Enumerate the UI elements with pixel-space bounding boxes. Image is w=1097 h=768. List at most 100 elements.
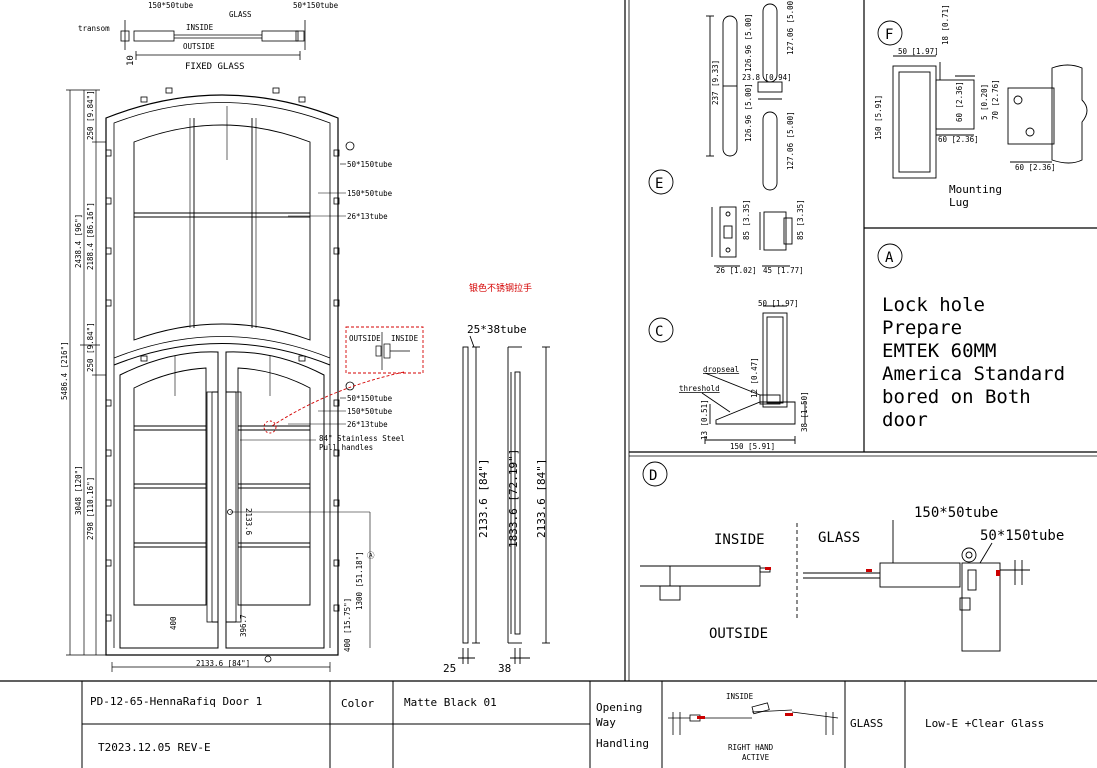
transom-section-detail: transom 150*50tube GLASS 50*150tube INSI…: [78, 1, 339, 72]
color-label: Color: [341, 697, 374, 710]
elevation-dimension-labels: 2438.4 [96"] 2188.4 [86.16"] 250 [9.84"]…: [60, 90, 532, 668]
f-dim-18: 18 [0.71]: [941, 4, 950, 45]
handle-dim-3: 2133.6 [84"]: [535, 459, 548, 538]
threshold-label: threshold: [679, 384, 720, 393]
f-dim-150: 150 [5.91]: [874, 95, 883, 140]
lock-note-line-2: Prepare: [882, 317, 962, 339]
lock-note-line-4: America Standard: [882, 363, 1065, 385]
chinese-handle-note: 银色不锈钢拉手: [469, 282, 532, 294]
callout-150x50-lower: 150*50tube: [347, 407, 393, 416]
dim-396-7: 396.7: [239, 614, 248, 637]
c-dim-150: 150 [5.91]: [730, 442, 775, 451]
swing-inside: INSIDE: [726, 692, 754, 701]
swing-diagram: [668, 702, 839, 735]
transom-label: transom: [78, 24, 110, 33]
f-dim-60-lug: 60 [2.36]: [1015, 163, 1056, 172]
d-tube1-label: 150*50tube: [914, 505, 998, 521]
lock-note-line-3: EMTEK 60MM: [882, 340, 996, 362]
right-tube-label: 50*150tube: [293, 1, 339, 10]
dim-bottom-rail: 400 [15.75"]: [343, 598, 352, 652]
lug-caption: Lug: [949, 196, 969, 209]
dim-transom-height: 2438.4 [96"]: [74, 214, 83, 268]
project-name: PD-12-65-HennaRafiq Door 1: [90, 695, 262, 708]
callout-handle-type: Pull handles: [319, 443, 373, 452]
door-elevation: [66, 87, 371, 672]
f-dim-50: 50 [1.97]: [898, 47, 939, 56]
detail-a-letter: A: [885, 250, 894, 266]
detail-d-letter: D: [649, 468, 657, 484]
swing-active-1: RIGHT HAND: [728, 743, 774, 752]
callout-26x13-upper: 26*13tube: [347, 212, 388, 221]
lock-note-line-5: bored on Both: [882, 386, 1031, 408]
callout-a-marker: Ⓐ: [367, 551, 375, 560]
c-dim-50: 50 [1.97]: [758, 299, 799, 308]
detail-d: D 150*50tube 50*150tube INSIDE GLASS OUT…: [640, 461, 1064, 652]
c-dim-13: 13 [0.51]: [700, 399, 709, 440]
e-dim-45: 45 [1.77]: [763, 266, 804, 275]
handle-detail-outside: OUTSIDE: [349, 334, 381, 343]
handle-detail-bubble: OUTSIDE INSIDE: [263, 326, 424, 434]
e-dim-d: 127.06 [5.00]: [786, 111, 795, 170]
fixed-glass-label: FIXED GLASS: [185, 62, 245, 72]
lock-note-line-6: door: [882, 409, 928, 431]
handle-dim-25: 25: [443, 662, 456, 675]
c-dim-38: 38 [1.50]: [800, 391, 809, 432]
dropseal-label: dropseal: [703, 365, 739, 374]
e-dim-a: 126.96 [5.00]: [744, 13, 753, 72]
e-dim-23-8: 23.8 [0.94]: [742, 73, 792, 82]
handle-section: 25*38tube 2133.6 [84"] 1833.6 [72.19"] 2…: [443, 323, 550, 675]
dim-top-rail: 250 [9.84"]: [86, 90, 95, 140]
glass-label: GLASS: [850, 717, 883, 730]
opening-label-2: Way: [596, 716, 616, 729]
dim-mid-rail: 250 [9.84"]: [86, 322, 95, 372]
opening-label-3: Handling: [596, 737, 649, 750]
handle-dim-1: 2133.6 [84"]: [477, 459, 490, 538]
detail-f-letter: F: [885, 27, 893, 43]
outside-label: OUTSIDE: [183, 42, 215, 51]
detail-e: E 237 [9.33] 126.96 [5.00] 126.96 [5.00]…: [648, 0, 805, 275]
detail-e-letter: E: [655, 176, 663, 192]
callout-50x150-upper: 50*150tube: [347, 160, 393, 169]
handle-dim-38: 38: [498, 662, 511, 675]
d-glass-label: GLASS: [818, 530, 860, 546]
inside-label: INSIDE: [186, 23, 214, 32]
dim-overall-width: 2133.6 [84"]: [196, 659, 250, 668]
f-dim-5: 5 [0.20]: [980, 84, 989, 120]
dim-transom-glass: 2188.4 [86.16"]: [86, 202, 95, 270]
c-dim-12: 12 [0.47]: [750, 357, 759, 398]
dim-10: 10: [126, 55, 136, 66]
callout-26x13-lower: 26*13tube: [347, 420, 388, 429]
color-value: Matte Black 01: [404, 696, 497, 709]
dim-door-height: 3048 [120"]: [74, 465, 83, 515]
opening-label-1: Opening: [596, 701, 642, 714]
e-dim-b: 126.96 [5.00]: [744, 83, 753, 142]
e-dim-85a: 85 [3.35]: [742, 199, 751, 240]
e-dim-237: 237 [9.33]: [711, 60, 720, 105]
handle-detail-inside: INSIDE: [391, 334, 419, 343]
dim-handle-height: 1300 [51.18"]: [355, 551, 364, 610]
sheet-frame: [0, 0, 1097, 682]
glass-label: GLASS: [229, 10, 252, 19]
e-dim-c: 127.06 [5.00]: [786, 0, 795, 55]
e-dim-85b: 85 [3.35]: [796, 199, 805, 240]
d-inside-label: INSIDE: [714, 532, 765, 548]
glass-value: Low-E +Clear Glass: [925, 717, 1044, 730]
left-tube-label: 150*50tube: [148, 1, 194, 10]
dim-400: 400: [169, 616, 178, 630]
detail-c-letter: C: [655, 324, 663, 340]
callout-handle-size: 84" Stainless Steel: [319, 434, 405, 443]
title-block: PD-12-65-HennaRafiq Door 1 T2023.12.05 R…: [81, 681, 1044, 768]
dim-door-glass: 2798 [110.16"]: [86, 477, 95, 540]
d-tube2-label: 50*150tube: [980, 528, 1064, 544]
revision: T2023.12.05 REV-E: [98, 741, 211, 754]
handle-tube-label: 25*38tube: [467, 323, 527, 336]
detail-c: C 50 [1.97] 12 [0.47] 13 [0.51] 38 [1.50…: [648, 299, 809, 451]
dim-handle-length: 2133.6: [244, 508, 253, 536]
detail-a: A Lock hole Prepare EMTEK 60MM America S…: [877, 243, 1065, 431]
dim-overall-height: 5486.4 [216"]: [60, 341, 69, 400]
e-dim-26: 26 [1.02]: [716, 266, 757, 275]
lock-note-line-1: Lock hole: [882, 294, 985, 316]
f-dim-60-h: 60 [2.36]: [938, 135, 979, 144]
f-dim-60-v: 60 [2.36]: [955, 81, 964, 122]
